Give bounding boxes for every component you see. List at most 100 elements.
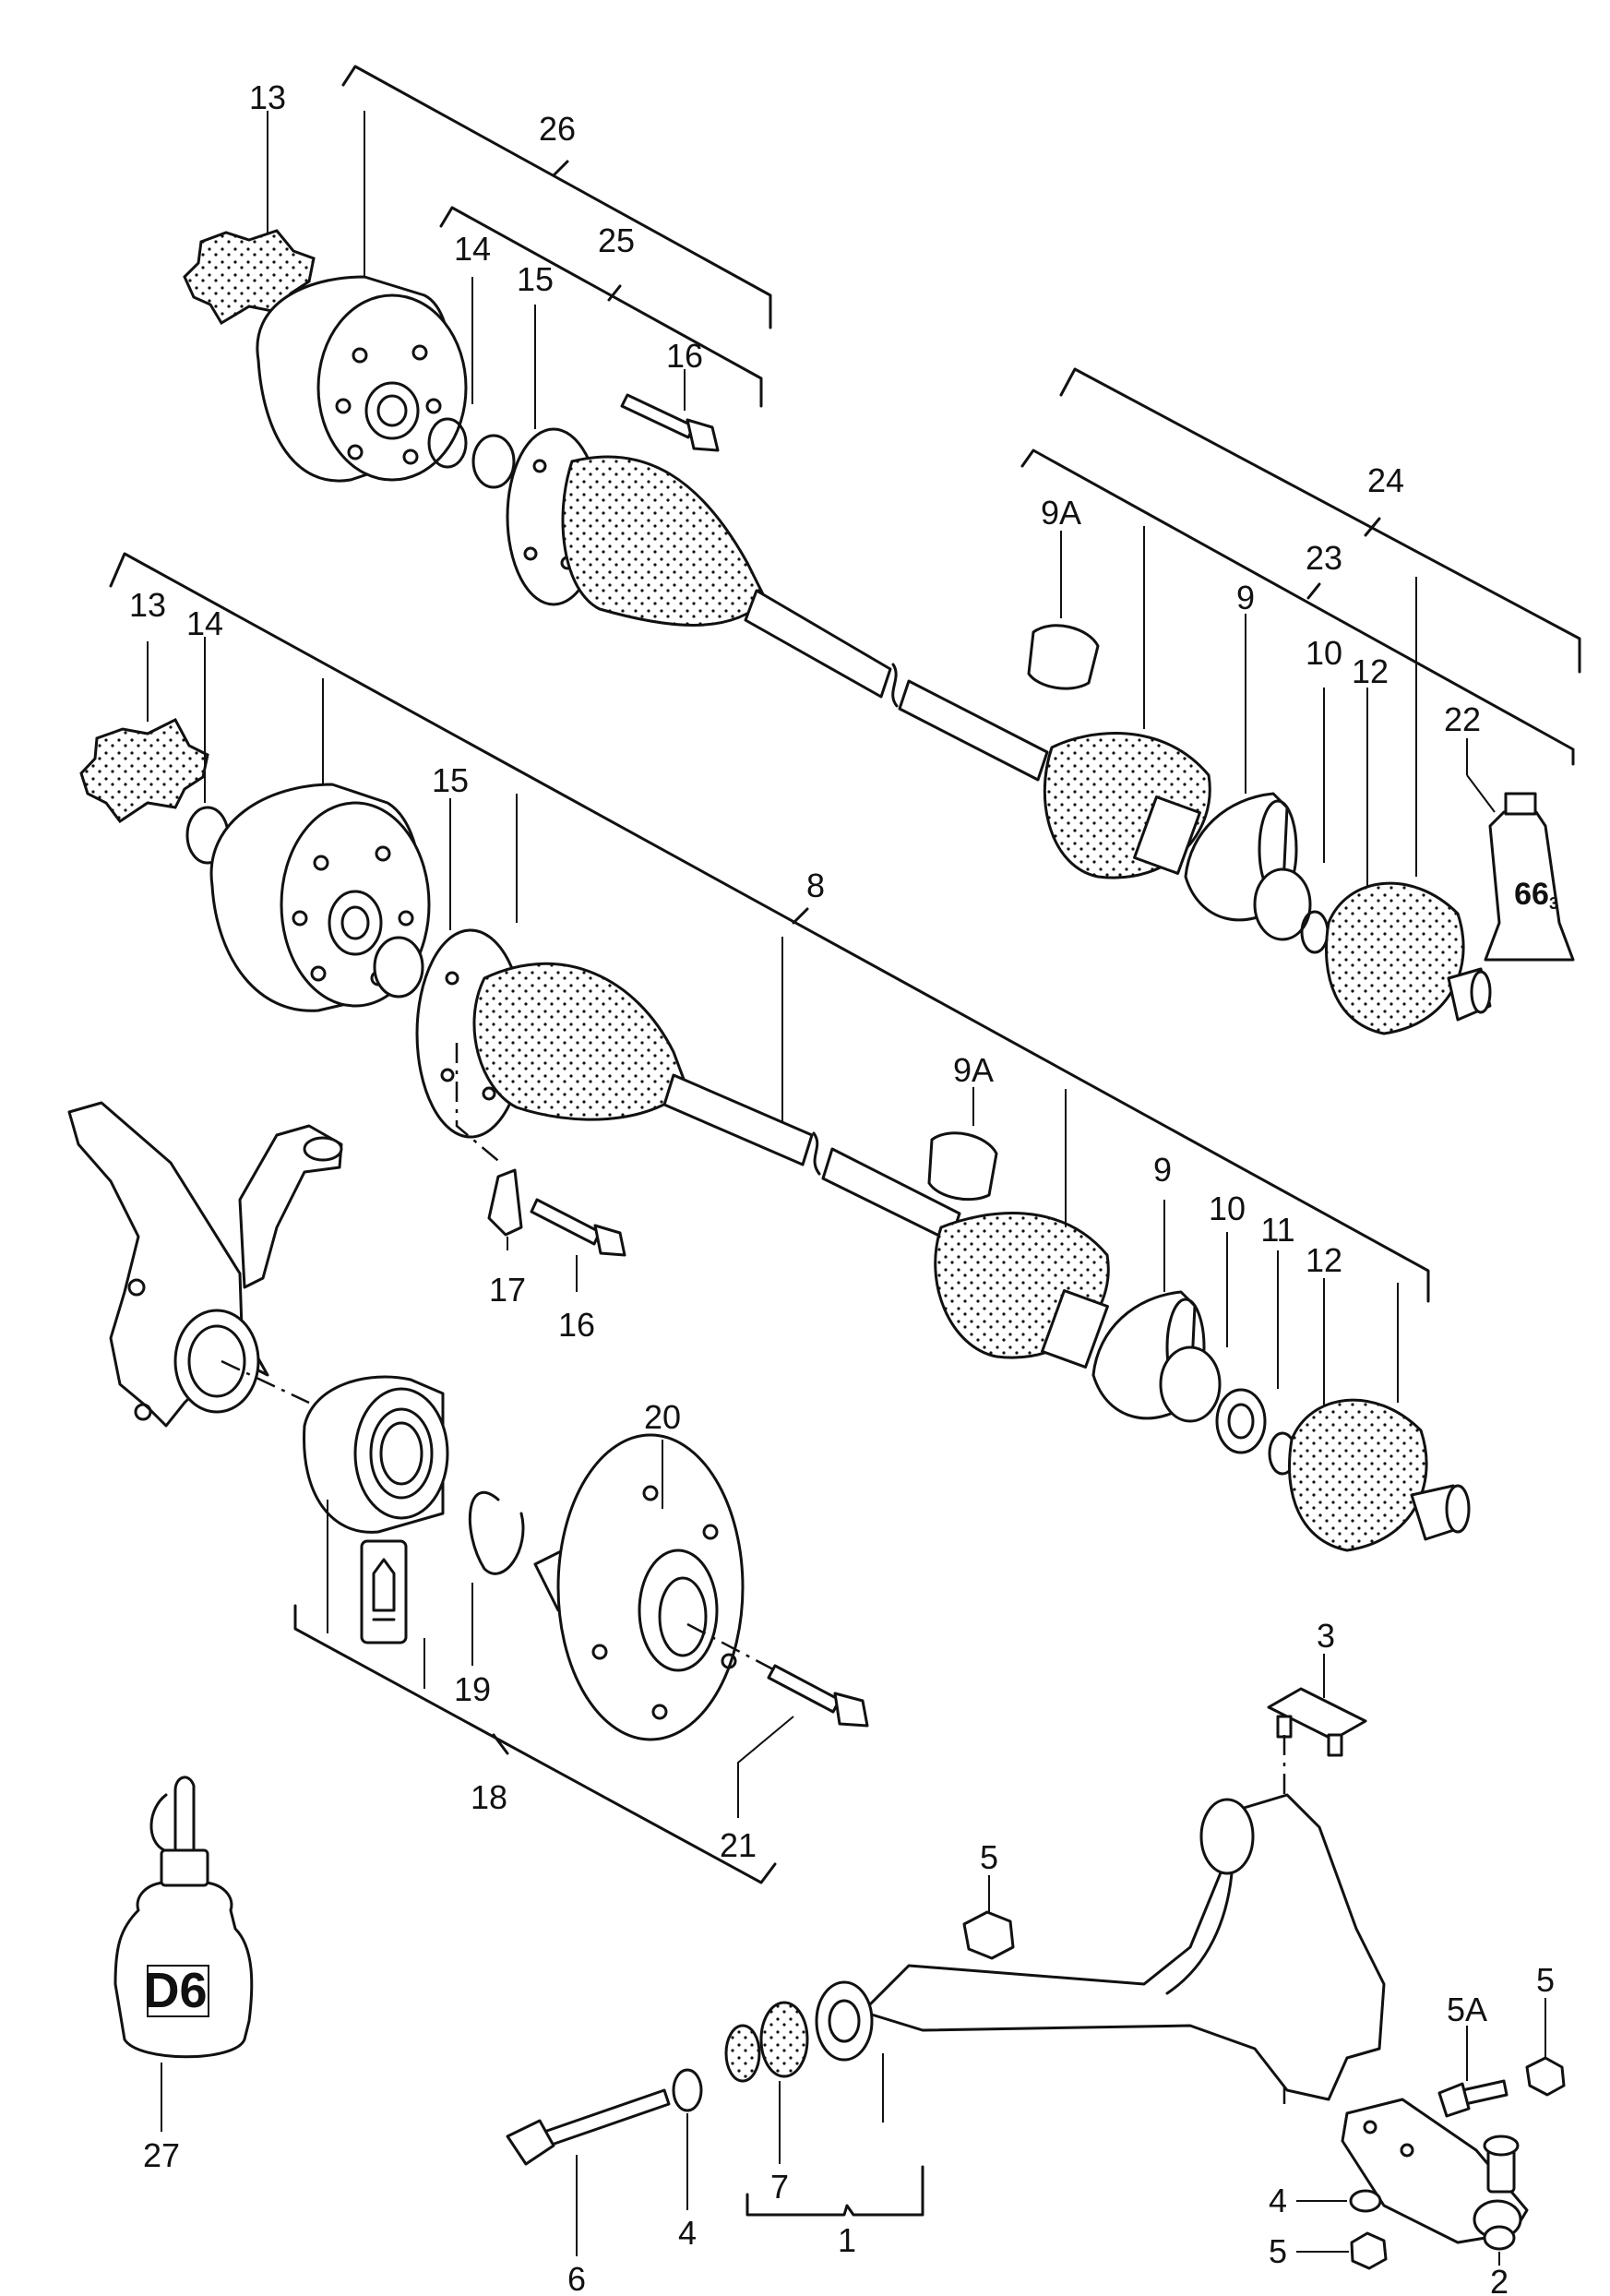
nut-5-bottom [1350, 2231, 1388, 2270]
hub-flange-20 [533, 1433, 745, 1741]
bracket-23 [1020, 448, 1575, 766]
nut-5-right [1525, 2056, 1566, 2097]
bracket-25-notch [607, 284, 622, 302]
bracket-8 [109, 552, 1430, 1303]
leader-21 [737, 1716, 794, 1818]
tube-label-sub: 3 [1549, 894, 1558, 913]
callout-5-right: 5 [1536, 1961, 1555, 1999]
inner-cv-joint-middle [934, 1212, 1110, 1369]
outer-cv-joint-upper [506, 427, 768, 627]
wheel-bearing [303, 1375, 449, 1534]
ring-10-upper [1253, 867, 1312, 941]
callout-19: 19 [454, 1670, 491, 1708]
callout-9A-upper: 9A [1041, 494, 1081, 532]
callout-14-middle: 14 [186, 604, 223, 642]
callout-6: 6 [567, 2260, 586, 2296]
callout-8: 8 [806, 867, 825, 904]
callout-26: 26 [539, 110, 576, 148]
callout-13-upper: 13 [249, 78, 286, 116]
bolt-5A [1437, 2079, 1509, 2118]
bolt-6 [506, 2088, 671, 2166]
bolt-16-middle [530, 1198, 626, 1257]
callout-5-bottom: 5 [1269, 2232, 1287, 2270]
callout-2: 2 [1490, 2263, 1509, 2296]
ball-joint-2 [1341, 2098, 1529, 2251]
callout-27: 27 [143, 2136, 180, 2174]
callout-23: 23 [1306, 539, 1342, 577]
callout-11: 11 [1260, 1211, 1294, 1249]
callout-4-bottom: 4 [1269, 2182, 1287, 2219]
outer-cv-joint-middle [415, 928, 689, 1139]
bracket-23-notch [1306, 582, 1321, 600]
circlip-14-upper [427, 417, 468, 469]
callout-18: 18 [471, 1778, 507, 1816]
shaft-middle [662, 1073, 961, 1243]
callout-16-upper: 16 [666, 337, 703, 375]
wheel-bearing-hub-assembly [67, 1101, 869, 1884]
callout-15-middle: 15 [432, 761, 469, 799]
centerline-bolt-16 [455, 1043, 504, 1166]
bracket-8-notch [792, 907, 809, 925]
callout-22: 22 [1444, 700, 1481, 738]
callout-15-upper: 15 [517, 260, 554, 298]
bottle-label: D6 [143, 1963, 207, 2018]
bracket-24 [1059, 367, 1581, 674]
callout-1: 1 [838, 2221, 856, 2259]
callout-7: 7 [770, 2168, 789, 2206]
bracket-26-notch [552, 160, 569, 177]
ring-11-middle [1215, 1388, 1267, 1454]
bolt-16-upper [620, 393, 720, 452]
washer-4-bottom [1349, 2189, 1382, 2213]
callout-9A-middle: 9A [953, 1051, 994, 1089]
centerline-hub [686, 1622, 776, 1672]
callout-5-arm: 5 [980, 1838, 998, 1876]
bracket-24-notch [1364, 517, 1381, 537]
circlip-12-upper [1300, 910, 1330, 954]
shaft-upper [744, 589, 1049, 782]
circlip-19 [468, 1490, 525, 1575]
lower-drive-shaft-assembly [79, 552, 1471, 1552]
ring-10-middle [1159, 1345, 1222, 1423]
callout-10-upper: 10 [1306, 634, 1342, 672]
bracket-25 [439, 206, 763, 408]
callout-17: 17 [489, 1271, 526, 1309]
arm-rear-bush [1199, 1798, 1255, 1875]
centerline-knuckle [221, 1359, 310, 1405]
nut-5-arm [962, 1910, 1015, 1960]
callout-9-upper: 9 [1236, 579, 1255, 616]
hub-26-upper [256, 275, 468, 483]
clamp-9A-upper [1027, 624, 1100, 690]
callout-20: 20 [644, 1398, 681, 1436]
tab-17 [487, 1168, 523, 1237]
arm-web [1165, 1871, 1234, 1995]
arm-front-bush [815, 1980, 874, 2062]
callout-12-upper: 12 [1352, 652, 1389, 690]
washer-15-middle [373, 936, 424, 999]
control-arm-assembly [506, 1654, 1566, 2270]
callout-3: 3 [1317, 1617, 1335, 1655]
steering-knuckle [67, 1101, 343, 1428]
control-arm [861, 1793, 1386, 2101]
locking-compound-cartridge [360, 1539, 408, 1644]
washer-4-bolt [672, 2068, 703, 2112]
bush-7 [724, 2001, 809, 2083]
bolt-21 [767, 1664, 869, 1728]
inner-cv-joint-upper [1043, 732, 1211, 879]
callout-24: 24 [1367, 461, 1404, 499]
arm-front-bush-bore [828, 1999, 861, 2043]
callout-labels: 13 26 14 25 15 16 24 9A 23 9 10 12 22 13… [129, 78, 1555, 2296]
bracket-26 [341, 65, 772, 329]
callout-25: 25 [598, 221, 635, 259]
callout-16-middle: 16 [558, 1306, 595, 1344]
callout-9-middle: 9 [1153, 1151, 1172, 1189]
mount-bracket-3 [1267, 1687, 1367, 1757]
callout-21: 21 [720, 1826, 757, 1864]
callout-5A: 5A [1447, 1991, 1487, 2028]
adhesive-bottle-27: D6 [113, 1776, 254, 2059]
callout-10-middle: 10 [1209, 1190, 1246, 1227]
leader-22b [1466, 774, 1496, 813]
stub-joint-middle [1288, 1398, 1471, 1552]
nut-13-middle [79, 718, 209, 824]
callout-12-middle: 12 [1306, 1241, 1342, 1279]
